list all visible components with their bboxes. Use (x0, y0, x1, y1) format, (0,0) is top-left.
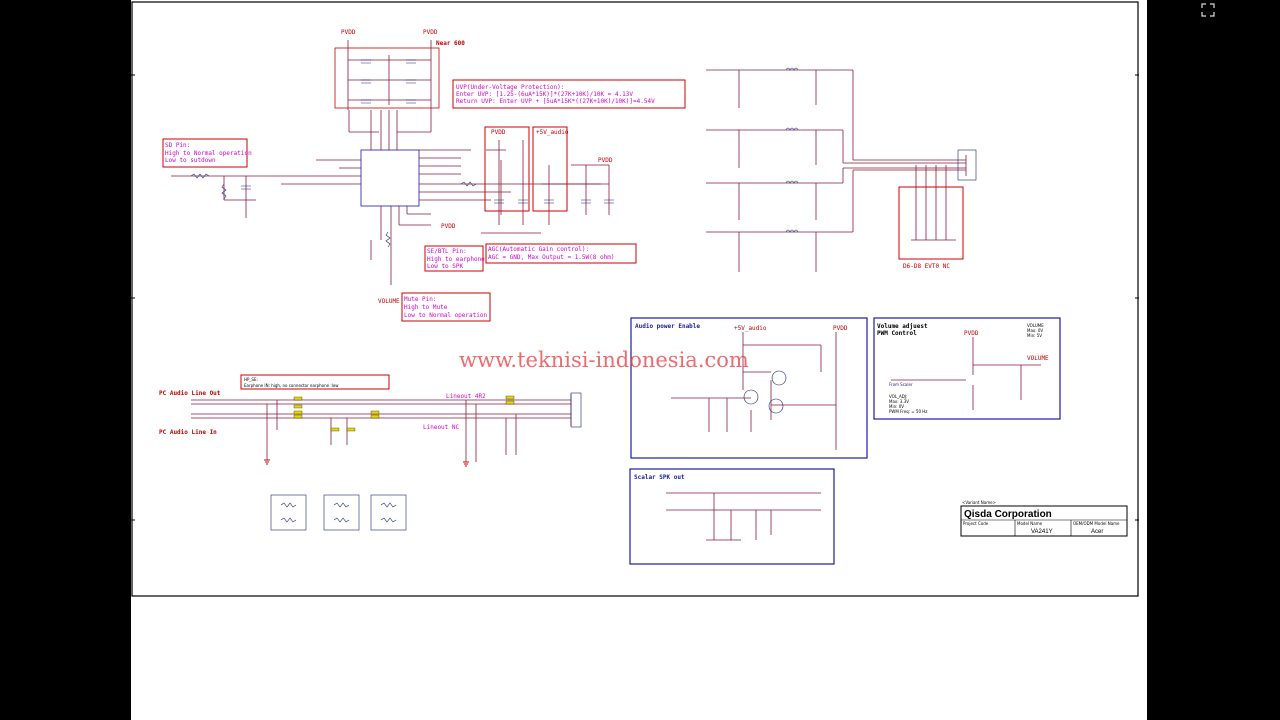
svg-text:<Variant Name>: <Variant Name> (962, 500, 996, 505)
volume-adjust-wiring (891, 337, 1041, 410)
volume-adjust-title: Volume adjuest (877, 323, 928, 330)
svg-text:SD Pin:: SD Pin: (165, 142, 190, 149)
schematic-sheet: Near 600 PVDD PVDD UVP(Under-Voltage Pro… (131, 0, 1147, 720)
svg-text:High to Normal operation: High to Normal operation (165, 150, 252, 157)
svg-text:Min: 5V: Min: 5V (1027, 333, 1042, 338)
svg-text:From Scaler: From Scaler (889, 382, 913, 387)
svg-text:HP_SE:: HP_SE: (244, 377, 258, 382)
pvdd-label-7: PVDD (964, 330, 979, 337)
svg-text:Min: 0V: Min: 0V (889, 404, 904, 409)
svg-text:Max: 0V: Max: 0V (1027, 328, 1043, 333)
watermark: www.teknisi-indonesia.com (459, 348, 749, 372)
company-name: Qisda Corporation (964, 509, 1052, 520)
svg-text:Model Name: Model Name (1017, 521, 1043, 526)
svg-text:High to Mute: High to Mute (404, 304, 448, 311)
model-name: VA241Y (1031, 529, 1053, 535)
output-filter-network (706, 69, 967, 272)
audio-power-enable-wiring (671, 332, 837, 450)
volume-label-2: VOLUME (1027, 355, 1049, 362)
svg-text:VOLUME: VOLUME (1027, 323, 1044, 328)
sd-pin-note: SD Pin: High to Normal operation Low to … (162, 138, 252, 168)
pc-audio-line-in-title: PC Audio Line In (159, 429, 217, 436)
svg-text:AGC = GND, Max Output = 1.5W(8: AGC = GND, Max Output = 1.5W(8 ohm) (488, 254, 614, 261)
component-symbols (190, 59, 614, 248)
svg-text:Low to SPK: Low to SPK (427, 263, 464, 270)
ground-symbols (264, 459, 469, 467)
pvdd-label-1: PVDD (341, 29, 356, 36)
audio-power-transistors (743, 370, 787, 414)
odm-model-name: Acer (1091, 529, 1103, 535)
scalar-spk-out-section: Scalar SPK out (629, 468, 835, 565)
svg-text:Return UVP: Enter UVP + [5uA*1: Return UVP: Enter UVP + [5uA*15K*((27K+1… (456, 98, 655, 105)
svg-text:SE/BTL Pin:: SE/BTL Pin: (427, 248, 467, 255)
svg-text:Low to Normal operation: Low to Normal operation (404, 312, 487, 319)
pc-audio-line-out-title: PC Audio Line Out (159, 390, 221, 397)
svg-text:Low to sutdown: Low to sutdown (165, 157, 216, 164)
title-block: <Variant Name> Qisda Corporation Project… (960, 500, 1128, 537)
se-btl-pin-note: SE/BTL Pin: High to earphone Low to SPK (424, 245, 485, 272)
volume-label-1: VOLUME (378, 298, 400, 305)
pvdd-box (484, 126, 530, 212)
audio-power-enable-section: Audio power Enable +5V_audio PVDD (630, 317, 868, 459)
resistor-arrays (270, 494, 407, 531)
svg-text:Earphone IN: high, no connect: Earphone IN: high, no connector earphone… (244, 383, 339, 388)
pvdd-label-2: PVDD (423, 29, 438, 36)
note-near-600: Near 600 (436, 40, 465, 47)
pwm-control-title: PWM Control (877, 330, 917, 337)
d6-d8-note: D6-D8 EVT0 NC (903, 263, 950, 270)
fullscreen-icon[interactable] (1200, 2, 1216, 18)
svg-text:Enter UVP: [1.25-(6uA*15K)]*(2: Enter UVP: [1.25-(6uA*15K)]*(27K+10K)/10… (456, 91, 633, 98)
hp-se-note: HP_SE: Earphone IN: high, no connector e… (240, 374, 390, 390)
svg-text:Project Code: Project Code (963, 521, 989, 526)
pvdd-label-6: PVDD (833, 325, 848, 332)
svg-text:Max: 3.3V: Max: 3.3V (889, 399, 909, 404)
plus5v-audio-label: +5V_audio (536, 129, 569, 136)
svg-text:AGC(Automatic Gain control):: AGC(Automatic Gain control): (488, 246, 589, 253)
line-io-network (191, 394, 572, 462)
svg-text:PWM Freq: = 50 Hz: PWM Freq: = 50 Hz (889, 409, 927, 414)
amplifier-block (171, 40, 610, 285)
volume-adjust-section: Volume adjuest PWM Control VOLUME Max: 0… (873, 317, 1061, 420)
svg-text:VOL_ADJ:: VOL_ADJ: (889, 394, 907, 399)
lineout-nc-note: Lineout NC (423, 424, 460, 431)
line-io-connector (570, 392, 582, 428)
scalar-spk-out-title: Scalar SPK out (634, 474, 685, 481)
pvdd-label-5: PVDD (441, 223, 456, 230)
schematic-diagram: Near 600 PVDD PVDD UVP(Under-Voltage Pro… (131, 1, 1139, 597)
agc-note: AGC(Automatic Gain control): AGC = GND, … (485, 243, 637, 264)
pvdd-label-4: PVDD (598, 157, 613, 164)
d6-d8-box (898, 186, 964, 260)
svg-text:OEM/ODM Model Name: OEM/ODM Model Name (1073, 521, 1120, 526)
scalar-spk-wiring (666, 492, 821, 541)
sheet-frame (131, 1, 1139, 597)
svg-text:Mute Pin:: Mute Pin: (404, 296, 437, 303)
mute-pin-note: Mute Pin: High to Mute Low to Normal ope… (401, 292, 491, 322)
plus5v-audio-box (532, 126, 568, 212)
svg-text:High to earphone: High to earphone (427, 256, 485, 263)
audio-power-enable-title: Audio power Enable (635, 323, 700, 330)
svg-text:UVP(Under-Voltage Protection):: UVP(Under-Voltage Protection): (456, 84, 564, 91)
pvdd-label-3: PVDD (491, 129, 506, 136)
ferrite-beads (293, 395, 515, 432)
filter-inductors (785, 67, 977, 233)
plus5v-audio-label-2: +5V_audio (734, 325, 767, 332)
lineout-4r2-note: Lineout 4R2 (446, 393, 486, 400)
uvp-note: UVP(Under-Voltage Protection): Enter UVP… (452, 79, 686, 109)
